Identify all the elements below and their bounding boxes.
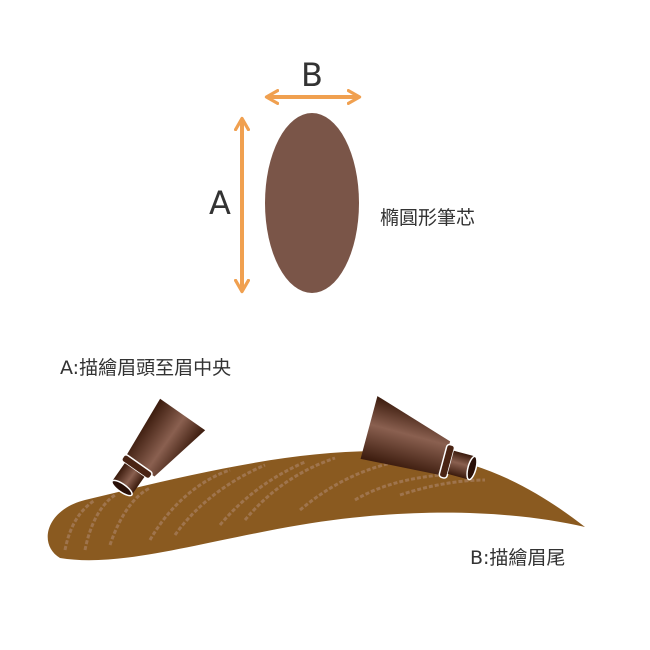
eyebrow-shape: [47, 451, 585, 561]
usage-b-label: B:描繪眉尾: [470, 547, 566, 569]
lead-label: 橢圓形筆芯: [380, 207, 476, 229]
dimension-b-label: B: [301, 56, 323, 94]
dimension-a-label: A: [209, 184, 231, 222]
pencil-a: [111, 398, 206, 497]
eyebrow-strokes: [63, 456, 486, 551]
pencil-b: [360, 396, 478, 481]
usage-a-label: A:描繪眉頭至眉中央: [60, 357, 232, 379]
elliptical-lead: [265, 113, 359, 293]
